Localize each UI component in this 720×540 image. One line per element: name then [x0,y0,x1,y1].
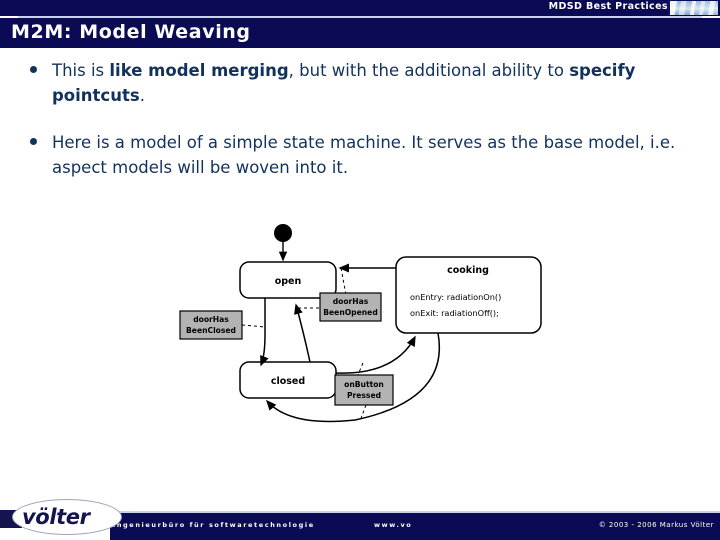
event-box-doorhasbeenopened[interactable] [319,292,382,322]
state-closed-label: closed [271,376,305,387]
state-cooking-label: cooking [447,265,489,276]
event-doorhasbeenopened-line2: BeenOpened [323,308,378,317]
page-title: M2M: Model Weaving [11,21,251,43]
event-link-onbuttonpressed-b [359,404,367,422]
state-open[interactable] [239,261,337,299]
footer-url[interactable]: www.vo [374,521,413,529]
state-open-label: open [275,276,302,287]
bullet-text: This is like model merging, but with the… [52,61,636,105]
event-onbuttonpressed-line1: onButton [344,380,384,389]
event-doorhasbeenopened-line1: doorHas [333,297,369,306]
bullet-dot-icon [30,66,37,73]
event-link-doorhasbeenclosed [241,324,266,328]
decorative-photo-strip-icon [668,1,718,15]
title-band [0,18,720,48]
footer-bar [110,513,720,540]
footer-divider-rule [110,511,720,514]
event-doorhasbeenclosed-line2: BeenClosed [186,326,236,335]
event-doorhasbeenclosed-line1: doorHas [193,315,229,324]
footer-copyright: © 2003 - 2006 Markus Völter [598,521,714,529]
event-box-onbuttonpressed[interactable] [334,374,394,406]
transition-cooking-to-closed [266,332,440,423]
list-item: This is like model merging, but with the… [22,58,698,108]
logo-ellipse-icon [12,499,122,535]
initial-pseudostate-icon [274,224,292,242]
transition-closed-to-open [294,303,311,363]
header-band [0,0,720,16]
voelter-logo: völter [0,496,122,538]
state-cooking[interactable] [395,256,542,334]
state-machine-diagram: open closed cooking onEntry: radiationOn… [170,215,550,430]
state-cooking-onexit: onExit: radiationOff(); [410,308,499,318]
list-item: Here is a model of a simple state machin… [22,130,698,180]
event-onbuttonpressed-line2: Pressed [347,391,381,400]
transition-closed-to-cooking [335,335,416,374]
title-divider-rule [18,16,702,18]
bullet-list: This is like model merging, but with the… [22,58,698,202]
transition-open-to-closed [260,298,269,367]
logo-wordmark: völter [22,505,90,529]
footer-tagline: ingenieurbüro für softwaretechnologie [113,521,315,529]
bullet-dot-icon [30,138,37,145]
event-box-doorhasbeenclosed[interactable] [179,310,243,340]
state-cooking-onentry: onEntry: radiationOn() [410,292,501,302]
bullet-text: Here is a model of a simple state machin… [52,133,676,177]
header-kicker-text: MDSD Best Practices [548,1,668,12]
event-link-doorhasbeenopened-a [340,267,347,296]
